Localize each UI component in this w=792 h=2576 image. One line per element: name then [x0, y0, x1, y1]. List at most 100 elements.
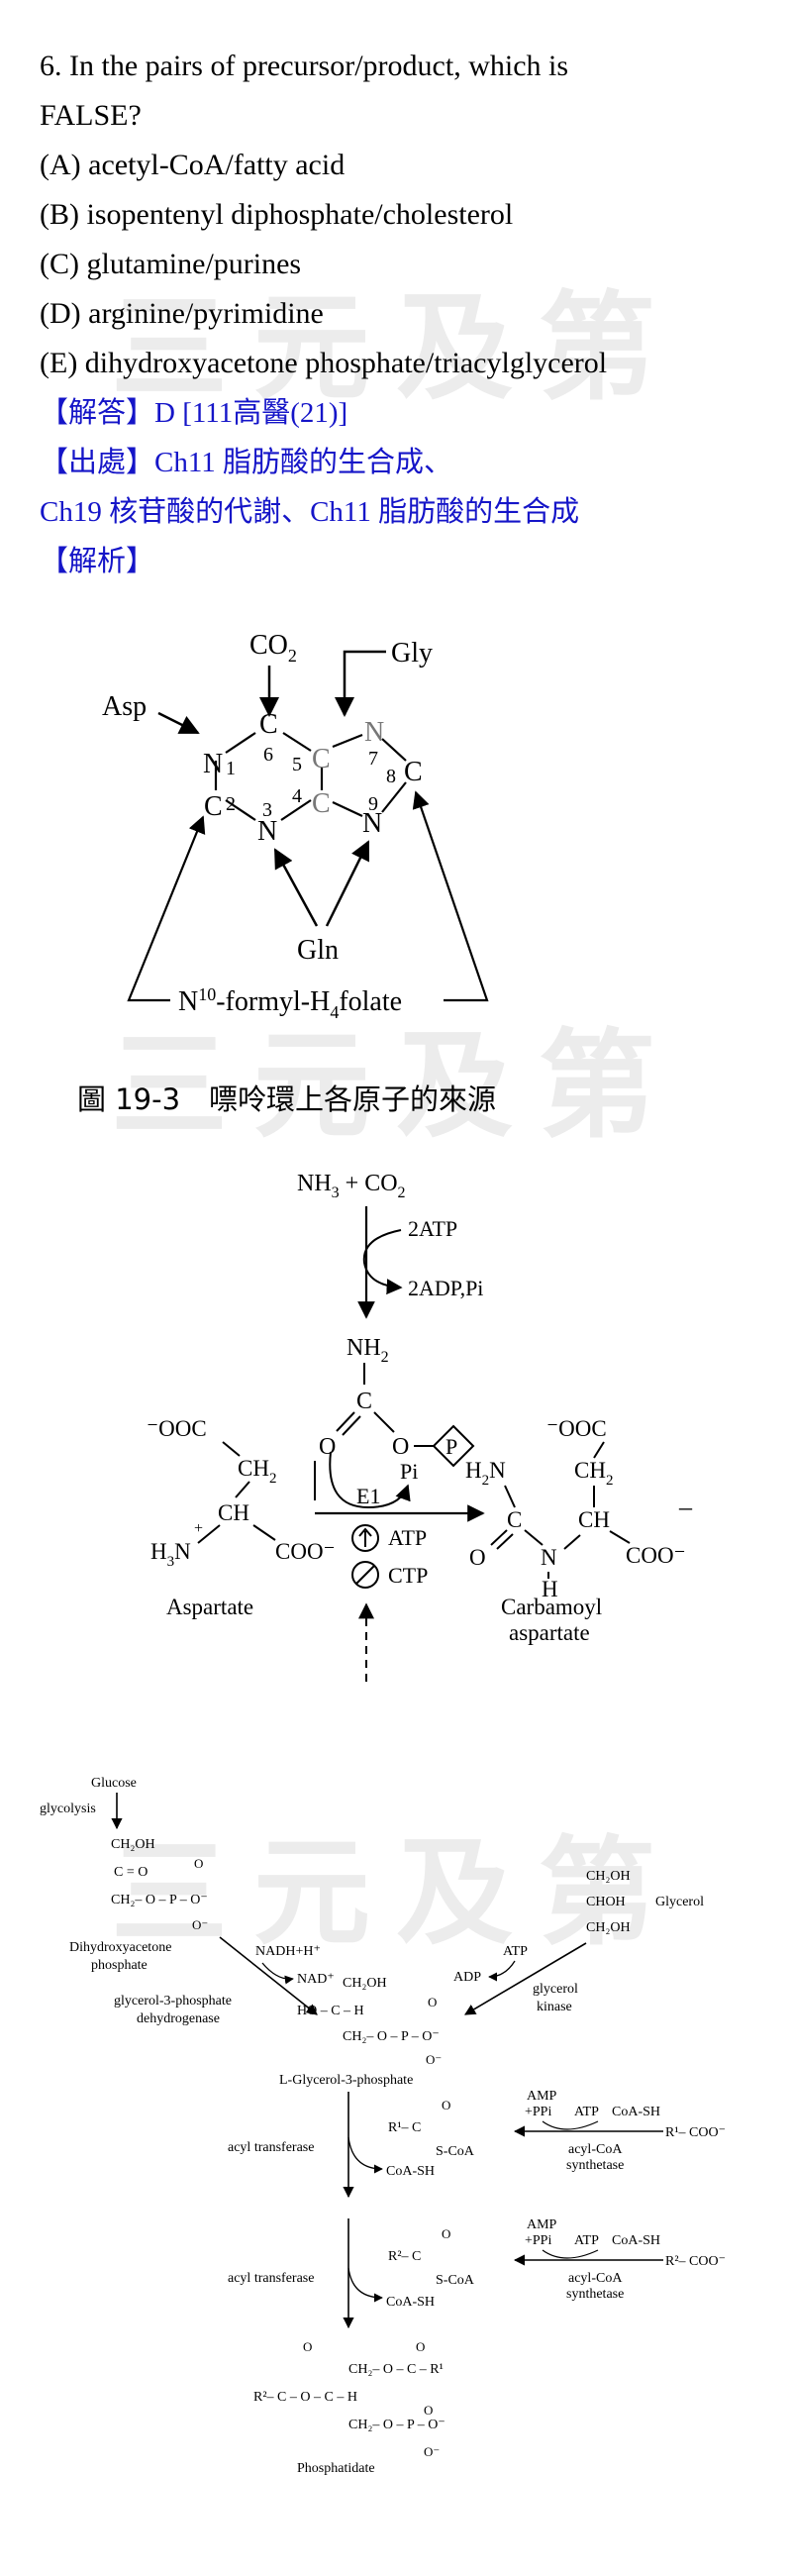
gk-label: kinase [537, 2000, 572, 2014]
dhap-ch2op: CH₂– O – P – O⁻ [111, 1893, 208, 1907]
pa-o: O [424, 2403, 433, 2418]
r2c-o: O [442, 2226, 450, 2241]
source-line: 【出處】Ch11 脂肪酸的生合成、 [40, 438, 772, 487]
glycolysis-label: glycolysis [40, 1802, 96, 1816]
phosphate-p: P [446, 1434, 457, 1459]
r1coo-label: R¹– COO⁻ [665, 2125, 726, 2140]
dhap-co: C = O [114, 1865, 148, 1880]
lg3p-o-minus: O⁻ [426, 2052, 442, 2067]
carb-top: ⁻OOC [546, 1416, 607, 1441]
atp-label: ATP [388, 1525, 427, 1550]
pa-main: R²– C – O – C – H [253, 2390, 357, 2405]
glycerol-choh: CHOH [586, 1895, 626, 1909]
figure-caption: 圖 19-3 嘌呤環上各原子的來源 [77, 1082, 497, 1116]
carb-n: N [541, 1545, 557, 1570]
atom-c6: C [259, 709, 278, 740]
r2coo-label: R²– COO⁻ [665, 2254, 726, 2269]
lipid-pathway-diagram: Glucose glycolysis CH₂OH C = O O CH₂– O … [40, 1776, 726, 2476]
question-block: 6. In the pairs of precursor/product, wh… [40, 42, 772, 586]
glycerol-ch2oh: CH₂OH [586, 1869, 631, 1884]
phosphatidate-name: Phosphatidate [297, 2461, 375, 2476]
atom-num: 1 [226, 758, 236, 779]
pa-ch2op: CH₂– O – P – O⁻ [348, 2418, 446, 2432]
acs-label: synthetase [566, 2287, 624, 2302]
atom-n1: N [203, 749, 223, 779]
dhap-name: Dihydroxyacetone [69, 1940, 171, 1955]
atp2-label: 2ATP [408, 1216, 457, 1241]
scoa-label: S-CoA [436, 2273, 475, 2288]
atom-c5: C [312, 744, 331, 774]
pyrimidine-diagram: NH3 + CO2 2ATP 2ADP,Pi NH2 C O O P ⁻OOC … [147, 1171, 693, 1682]
asp-top: ⁻OOC [147, 1416, 207, 1441]
trailing-dash: – [678, 1493, 693, 1521]
source-label: 【出處】 [40, 447, 155, 478]
question-stem: 6. In the pairs of precursor/product, wh… [40, 50, 569, 82]
asp-plus: + [194, 1520, 203, 1537]
nad-label: NAD⁺ [297, 1972, 335, 1987]
r1c-o: O [442, 2098, 450, 2112]
carbamoyl-o: O [319, 1434, 336, 1460]
option-d: (D) arginine/pyrimidine [40, 297, 324, 330]
aspartate-name: Aspartate [166, 1595, 253, 1619]
dhap-o-minus: O⁻ [192, 1917, 208, 1932]
lg3p-ho: HO – C – H [297, 2004, 364, 2018]
acs-label: synthetase [566, 2158, 624, 2173]
amp-label: AMP [527, 2217, 557, 2232]
scoa-label: S-CoA [436, 2144, 475, 2159]
watermark: 三元及第 [110, 279, 681, 416]
source-line-2: Ch19 核苷酸的代謝、Ch11 脂肪酸的生合成 [40, 496, 580, 528]
nadh-label: NADH+H⁺ [255, 1944, 321, 1959]
carb-ch2: CH2 [574, 1458, 613, 1489]
nh3-co2: NH3 + CO2 [297, 1171, 406, 1201]
coash-label: CoA-SH [386, 2164, 435, 2179]
atom-n3: N [257, 816, 277, 847]
carb-h2n: H2N [465, 1458, 506, 1489]
watermark: 三元及第 [110, 1017, 681, 1154]
answer-line: 【解答】D [111高醫(21)] [40, 388, 772, 438]
atom-num: 4 [292, 785, 302, 807]
ctp-label: CTP [388, 1563, 428, 1588]
atp-label: ATP [574, 2233, 599, 2248]
acs-label: acyl-CoA [568, 2271, 623, 2286]
ester-o: O [392, 1434, 409, 1460]
question-stem: FALSE? [40, 99, 142, 132]
nh2-label: NH2 [346, 1335, 389, 1366]
asp-label: Asp [102, 691, 147, 722]
acyl-transferase-label: acyl transferase [228, 2271, 314, 2286]
gly-label: Gly [391, 638, 433, 669]
pi-label: Pi [400, 1459, 418, 1484]
dhap-name: phosphate [91, 1958, 148, 1973]
atom-n7: N [364, 717, 384, 748]
g3pdh-label: dehydrogenase [137, 2011, 220, 2026]
coash-label: CoA-SH [612, 2233, 660, 2248]
carb-coo: COO⁻ [626, 1543, 686, 1568]
ppi-label: +PPi [525, 2233, 551, 2248]
option-e: (E) dihydroxyacetone phosphate/triacylgl… [40, 347, 608, 379]
atom-num: 8 [386, 766, 396, 787]
atom-n9: N [362, 808, 382, 839]
dhap-o: O [194, 1856, 203, 1871]
asp-coo: COO⁻ [275, 1539, 336, 1564]
atom-num: 5 [292, 754, 302, 775]
asp-ch: CH [218, 1500, 249, 1525]
coash-label: CoA-SH [612, 2105, 660, 2119]
glycerol-ch2oh: CH₂OH [586, 1920, 631, 1935]
option-a: (A) acetyl-CoA/fatty acid [40, 149, 346, 181]
atom-num: 9 [368, 793, 378, 815]
acyl-transferase-label: acyl transferase [228, 2140, 314, 2155]
e1-label: E1 [356, 1484, 380, 1508]
lg3p-ch2op: CH₂– O – P – O⁻ [343, 2029, 440, 2044]
gln-label: Gln [297, 935, 339, 966]
atom-c4: C [312, 788, 331, 819]
co2-label: CO2 [249, 630, 297, 666]
option-b: (B) isopentenyl diphosphate/cholesterol [40, 198, 514, 231]
glycerol-label: Glycerol [655, 1895, 704, 1909]
carb-ch: CH [578, 1507, 610, 1532]
watermark: 三元及第 [110, 1824, 681, 1961]
formyl-folate-label: N10-formyl-H4folate [178, 984, 402, 1022]
g3pdh-label: glycerol-3-phosphate [114, 1994, 232, 2009]
atom-num: 6 [263, 744, 273, 766]
source-text: Ch11 脂肪酸的生合成、 [154, 447, 453, 478]
lg3p-ch2oh: CH₂OH [343, 1976, 387, 1991]
